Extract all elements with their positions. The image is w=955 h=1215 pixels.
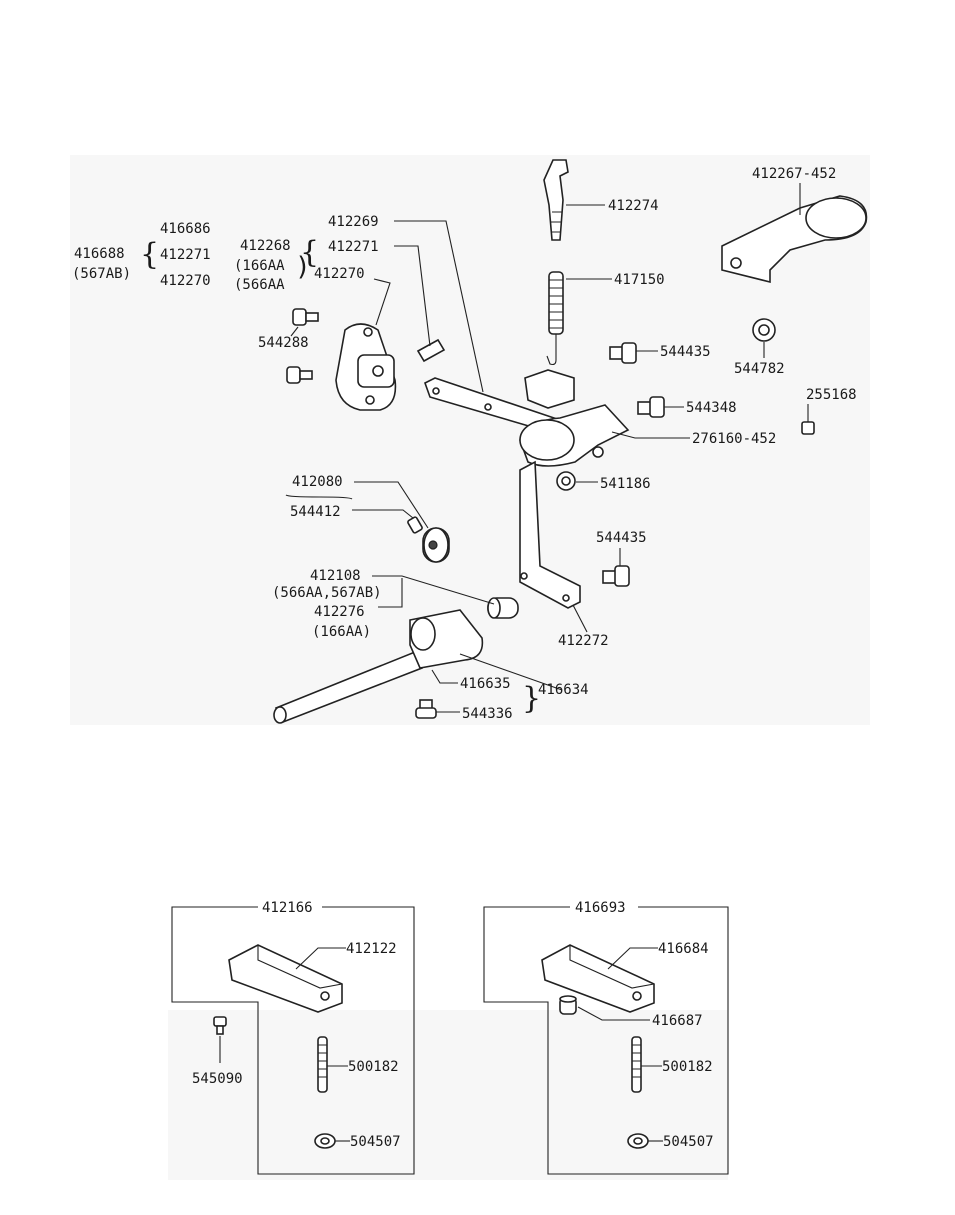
- label-416686: 416686: [160, 221, 211, 237]
- setscrew-part-544412: [407, 516, 423, 534]
- label-412122: 412122: [346, 941, 397, 957]
- label-276160-452: 276160-452: [692, 431, 776, 447]
- leader-416687: [577, 1006, 650, 1021]
- label-544336: 544336: [462, 706, 513, 722]
- label-567AB: (567AB): [72, 266, 131, 282]
- label-545090: 545090: [192, 1071, 243, 1087]
- label-500182-left: 500182: [348, 1059, 399, 1075]
- bushing-part-416687: [559, 995, 577, 1015]
- label-412272: 412272: [558, 633, 609, 649]
- label-417150: 417150: [614, 272, 665, 288]
- label-412108: 412108: [310, 568, 361, 584]
- label-412080: 412080: [292, 474, 343, 490]
- label-412267-452: 412267-452: [752, 166, 836, 182]
- label-255168: 255168: [806, 387, 857, 403]
- screw-part-544435-lower: [602, 565, 630, 587]
- paddle-lever-412267-452: [721, 195, 868, 284]
- nut-part-541186: [556, 471, 576, 491]
- arm-part-416684: [541, 944, 655, 1013]
- nut-part-504507-left: [314, 1133, 336, 1149]
- collar-part-412080: [422, 527, 450, 563]
- screw-part-544288-top: [292, 308, 319, 326]
- bracket-part-412272: [519, 460, 581, 609]
- arm-part-412122: [228, 944, 343, 1013]
- label-500182-right: 500182: [662, 1059, 713, 1075]
- label-412269: 412269: [328, 214, 379, 230]
- leader-lines-upper: [285, 183, 809, 713]
- nut-part-504507-right: [627, 1133, 649, 1149]
- label-416635: 416635: [460, 676, 511, 692]
- box-title-412166: 412166: [262, 900, 313, 916]
- pin-part-412271: [416, 338, 446, 363]
- label-504507-right: 504507: [663, 1134, 714, 1150]
- label-412271-left: 412271: [160, 247, 211, 263]
- stud-part-500182-left: [317, 1036, 328, 1093]
- label-412270-right: 412270: [314, 266, 365, 282]
- brace-416634: }: [522, 681, 541, 716]
- lower-diagram-panel: [168, 1010, 728, 1180]
- upright-plate: [524, 369, 575, 409]
- label-544435-upper: 544435: [660, 344, 711, 360]
- screw-part-544336: [415, 699, 437, 719]
- spring-part-417150: [546, 271, 564, 366]
- nut-part-544782: [752, 318, 776, 342]
- screw-part-544435-upper: [609, 342, 637, 364]
- label-412271-right: 412271: [328, 239, 379, 255]
- stud-part-500182-right: [631, 1036, 642, 1093]
- label-412268: 412268: [240, 238, 291, 254]
- label-416684: 416684: [658, 941, 709, 957]
- label-412276: 412276: [314, 604, 365, 620]
- label-166AA: (166AA): [312, 624, 371, 640]
- label-412270-left: 412270: [160, 273, 211, 289]
- paddle-part-276160-452: [519, 404, 630, 467]
- label-544412: 544412: [290, 504, 341, 520]
- label-416688: 416688: [74, 246, 125, 262]
- label-416687: 416687: [652, 1013, 703, 1029]
- label-566AA-open: (566AA: [234, 277, 285, 293]
- brace-412268: {: [300, 235, 319, 270]
- label-416634: 416634: [538, 682, 589, 698]
- label-544348: 544348: [686, 400, 737, 416]
- paren-close-412268: ): [295, 252, 311, 282]
- label-166AA-open: (166AA: [234, 258, 285, 274]
- hook-part-412274: [543, 159, 569, 241]
- label-544288: 544288: [258, 335, 309, 351]
- bracket-part-412268: [335, 323, 397, 411]
- label-541186: 541186: [600, 476, 651, 492]
- leader-412122: [295, 947, 346, 970]
- box-title-416693: 416693: [575, 900, 626, 916]
- screw-part-255168: [801, 421, 815, 435]
- screw-part-544288-bottom: [286, 366, 313, 384]
- shaft-part-416634: [273, 609, 484, 724]
- label-544435-lower: 544435: [596, 530, 647, 546]
- kit-box-412166: [171, 906, 415, 1175]
- label-544782: 544782: [734, 361, 785, 377]
- screw-part-545090: [213, 1016, 227, 1035]
- brace-416688: {: [140, 237, 159, 272]
- sleeve-part-412108: [487, 597, 519, 619]
- leader-416684: [607, 947, 658, 970]
- kit-box-416693: [483, 906, 729, 1175]
- screw-part-544348: [637, 396, 665, 418]
- label-412274: 412274: [608, 198, 659, 214]
- label-504507-left: 504507: [350, 1134, 401, 1150]
- label-566AA-567AB: (566AA,567AB): [272, 585, 382, 601]
